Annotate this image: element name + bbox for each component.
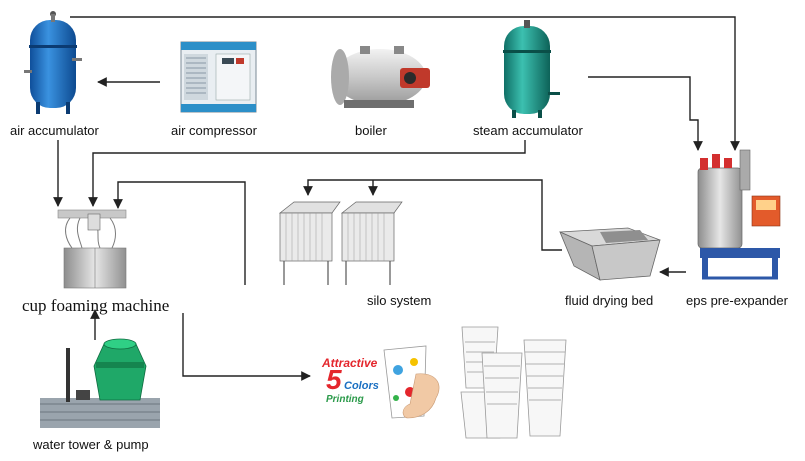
fluid-drying-bed-image	[559, 227, 661, 281]
cup-print-attractive: Attractive	[322, 356, 378, 370]
eps-pre-expander-label: eps pre-expander	[686, 293, 788, 308]
air-line-to-eps	[70, 16, 740, 151]
flow-connectors	[53, 16, 740, 381]
foam-cups-image	[460, 326, 567, 439]
air-compressor-label: air compressor	[171, 123, 257, 138]
eps-pre-expander-image	[697, 149, 781, 280]
steam-to-eps-arrow	[588, 76, 703, 151]
air-accumulator-label: air accumulator	[10, 123, 99, 138]
cup-print-printing: Printing	[326, 394, 364, 405]
steam-to-cup-machine-arrow	[88, 140, 526, 207]
fluid-drying-bed-label: fluid drying bed	[565, 293, 654, 308]
water-tower-pump-label: water tower & pump	[33, 437, 149, 452]
steam-accumulator-label: steam accumulator	[473, 123, 583, 138]
printed-cup-image	[383, 345, 440, 419]
cup-print-colors: Colors	[344, 380, 379, 392]
cup-foaming-machine-image	[57, 209, 127, 289]
boiler-label: boiler	[355, 123, 387, 138]
silo-system-image	[278, 201, 403, 285]
air-compressor-image	[180, 41, 257, 113]
silo-to-cup-machine-arrow	[113, 181, 246, 285]
cup-machine-to-cups-arrow	[182, 313, 311, 381]
silo-system-label: silo system	[367, 293, 432, 308]
cup-foaming-machine-label: cup foaming machine	[22, 296, 170, 315]
water-tower-pump-image	[40, 338, 160, 428]
cup-print-number: 5	[326, 364, 342, 395]
air-accumulator-image	[24, 11, 82, 114]
boiler-image	[331, 46, 430, 108]
steam-accumulator-image	[503, 20, 560, 118]
drying-bed-to-silo-arrow	[303, 179, 562, 251]
